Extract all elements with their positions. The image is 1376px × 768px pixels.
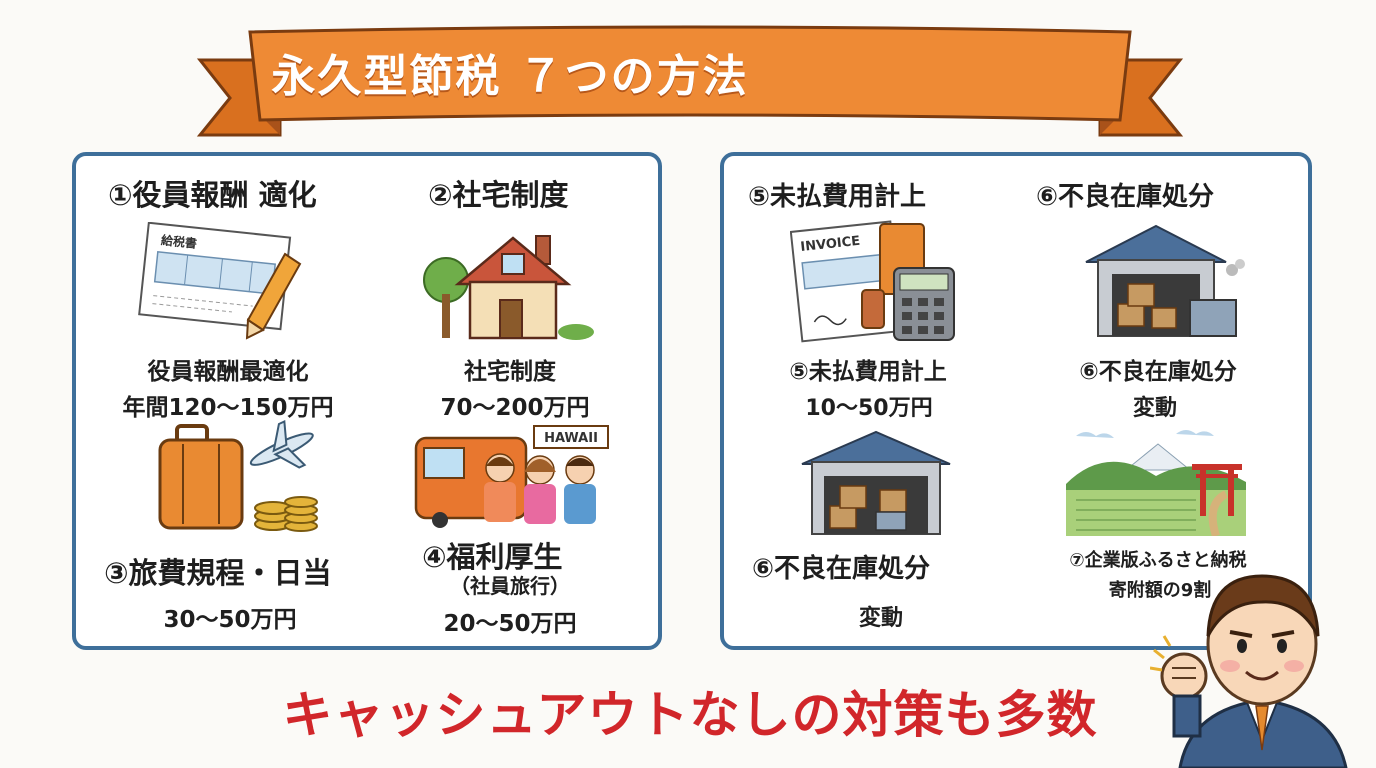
item5-line1: ⑤未払費用計上 [789, 359, 947, 385]
item3-line1: 30〜50万円 [163, 607, 297, 633]
item5-line2: 10〜50万円 [805, 396, 933, 421]
house-icon [423, 235, 594, 340]
item2-heading: ②社宅制度 [428, 178, 569, 212]
tax-document-icon: 給税書 [138, 222, 302, 340]
title-banner [196, 25, 1184, 137]
invoice-label: INVOICE [800, 234, 861, 255]
item1-line2: 年間120〜150万円 [122, 395, 334, 421]
item5-heading: ⑤未払費用計上 [748, 182, 927, 212]
item4-heading: ④福利厚生 [422, 540, 563, 574]
item7-line2: 寄附額の9割 [1108, 580, 1212, 601]
item6-line2: 変動 [1132, 396, 1177, 421]
bottom-slogan: キャッシュアウトなしの対策も多数 [282, 686, 1098, 744]
item6b-line1: 変動 [858, 606, 903, 631]
businessman-mascot [1150, 574, 1348, 768]
airplane-icon [249, 420, 314, 469]
travel-icon [158, 420, 318, 532]
item2-line1: 社宅制度 [464, 359, 556, 385]
item3-heading: ③旅費規程・日当 [104, 556, 332, 590]
item7-line1: ⑦企業版ふるさと納税 [1069, 550, 1247, 571]
suitcase-icon [158, 424, 244, 530]
invoice-icon: INVOICE [790, 220, 955, 343]
page-title: 永久型節税 ７つの方法 [271, 51, 749, 102]
item6-line1: ⑥不良在庫処分 [1079, 359, 1237, 385]
bus-icon: HAWAII [414, 425, 609, 528]
item2-line2: 70〜200万円 [440, 395, 590, 421]
doc-label: 給税書 [160, 232, 197, 251]
coins-icon [254, 496, 318, 532]
calculator-icon [893, 267, 955, 341]
left-panel [72, 152, 662, 650]
hawaii-sign: HAWAII [544, 431, 598, 446]
item1-line1: 役員報酬最適化 [147, 359, 309, 385]
item4-line2: 20〜50万円 [443, 611, 577, 637]
item6-heading: ⑥不良在庫処分 [1036, 182, 1215, 212]
torii-landscape-icon [1066, 430, 1246, 536]
item4-line1: （社員旅行） [450, 574, 570, 598]
warehouse-icon-2 [801, 430, 951, 535]
pencil-icon [245, 252, 302, 340]
item6b-heading: ⑥不良在庫処分 [752, 554, 931, 584]
item1-heading: ①役員報酬 適化 [108, 178, 317, 212]
warehouse-icon [1085, 224, 1245, 337]
fist-icon [1160, 652, 1208, 738]
